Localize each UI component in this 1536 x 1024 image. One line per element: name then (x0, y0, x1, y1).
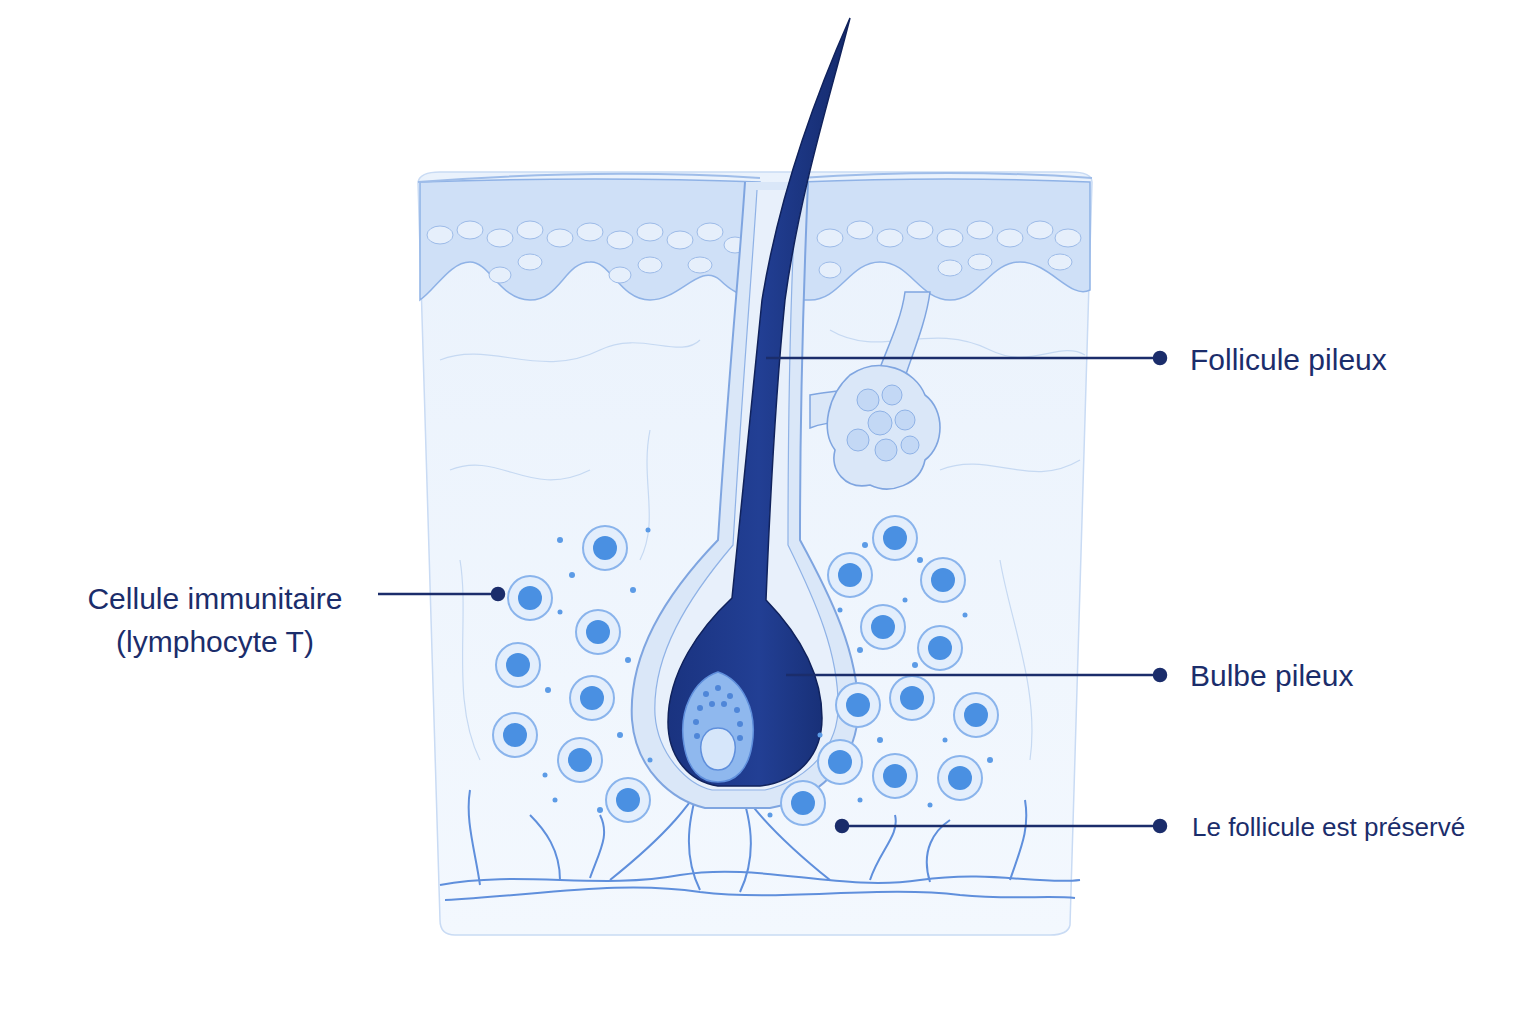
hair-matrix (683, 672, 754, 782)
gland-cells (847, 385, 919, 461)
hair-shaft (668, 18, 850, 786)
immune-cells (493, 516, 998, 825)
epidermis (800, 179, 1090, 300)
note-label: Le follicule est préservé (1192, 809, 1532, 847)
leader-lines (378, 352, 1166, 832)
part-label: Follicule pileux (1190, 338, 1510, 382)
dermal-papilla (701, 728, 735, 770)
epidermis (420, 179, 760, 300)
part-label: Cellule immunitaire (lymphocyte T) (60, 577, 370, 664)
part-label: Bulbe pileux (1190, 654, 1510, 698)
sebaceous-gland (827, 366, 940, 489)
skin-surface (418, 173, 1092, 182)
